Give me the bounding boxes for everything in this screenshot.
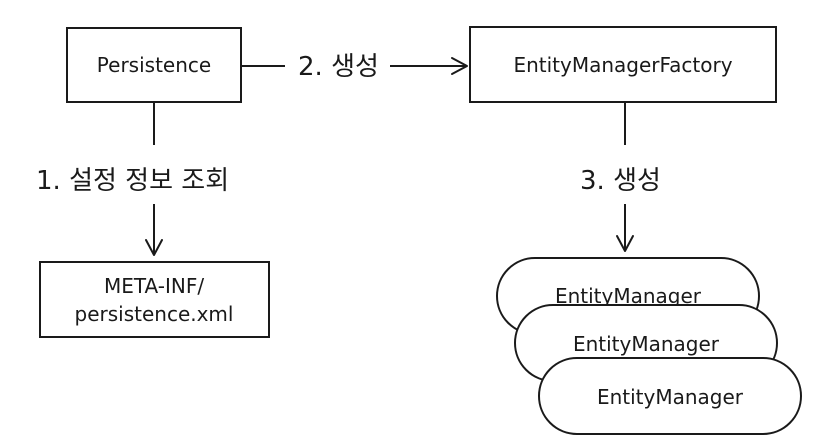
node-entity-manager-factory-label: EntityManagerFactory — [513, 53, 732, 77]
entity-manager-3-label: EntityManager — [597, 385, 744, 409]
entity-manager-3-pill — [538, 357, 802, 435]
node-meta-inf-line2: persistence.xml — [75, 302, 234, 326]
node-persistence-label: Persistence — [97, 53, 211, 77]
node-entity-manager-stack: EntityManager EntityManager EntityManage… — [496, 257, 802, 435]
node-entity-manager-factory-box — [469, 26, 777, 103]
edge-read-config: 1. 설정 정보 조회 — [36, 103, 229, 256]
edge-create-manager: 3. 생성 — [580, 103, 661, 252]
node-meta-inf-box — [39, 261, 270, 338]
entity-manager-3: EntityManager — [538, 357, 802, 435]
edge-create-factory: 2. 생성 — [241, 52, 468, 82]
node-persistence: Persistence — [66, 27, 242, 103]
node-persistence-box — [66, 27, 242, 103]
arrowhead-right-icon — [451, 57, 468, 75]
node-meta-inf-line1: META-INF/ — [104, 274, 204, 298]
node-meta-inf: META-INF/ persistence.xml — [39, 261, 270, 338]
edge-create-manager-label: 3. 생성 — [580, 166, 661, 196]
edge-create-factory-label: 2. 생성 — [298, 52, 379, 82]
entity-manager-2-label: EntityManager — [573, 332, 720, 356]
arrowhead-down-icon — [616, 235, 634, 252]
edge-read-config-label: 1. 설정 정보 조회 — [36, 166, 229, 196]
node-entity-manager-factory: EntityManagerFactory — [469, 26, 777, 103]
arrowhead-down-icon — [145, 239, 163, 256]
